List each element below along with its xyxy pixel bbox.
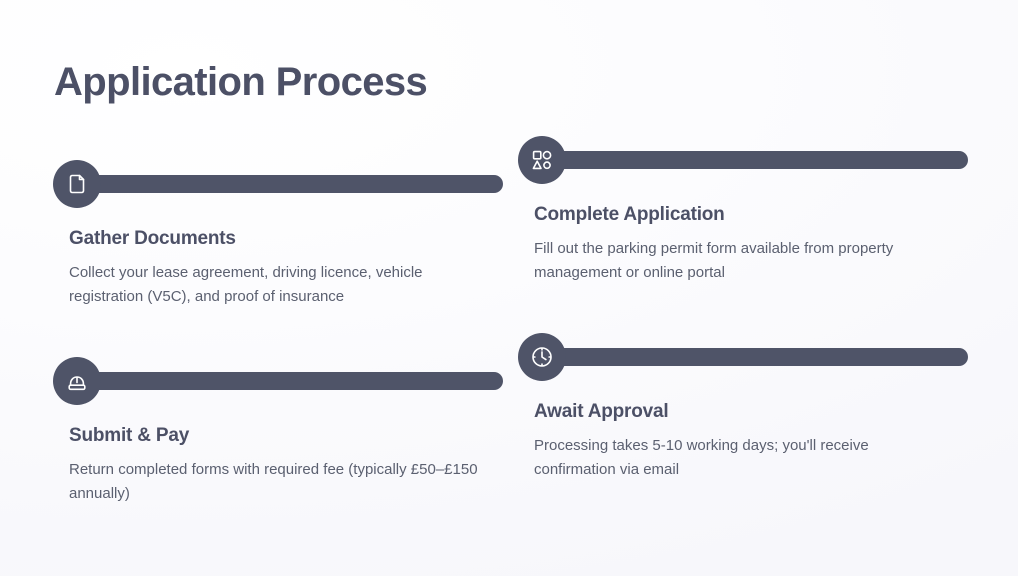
step-body: Complete Application Fill out the parkin… [518, 184, 968, 285]
shapes-icon [532, 150, 552, 170]
step-bar-row [53, 160, 503, 208]
step-badge[interactable] [53, 160, 101, 208]
process-step-submit-and-pay[interactable]: Submit & Pay Return completed forms with… [53, 357, 503, 506]
step-badge[interactable] [518, 136, 566, 184]
step-progress-bar [542, 151, 968, 169]
step-progress-bar [77, 372, 503, 390]
step-body: Await Approval Processing takes 5-10 wor… [518, 381, 968, 482]
beacon-icon [68, 376, 86, 391]
step-bar-row [518, 333, 968, 381]
step-title: Await Approval [534, 401, 669, 422]
step-bar-row [518, 136, 968, 184]
clock-icon [532, 347, 552, 367]
step-progress-bar [542, 348, 968, 366]
document-icon [69, 174, 85, 194]
step-body: Gather Documents Collect your lease agre… [53, 208, 503, 309]
step-description: Fill out the parking permit form availab… [534, 240, 894, 281]
step-title: Complete Application [534, 204, 725, 225]
step-description: Return completed forms with required fee… [69, 461, 478, 502]
step-title: Submit & Pay [69, 425, 190, 446]
step-title: Gather Documents [69, 228, 236, 249]
process-step-await-approval[interactable]: Await Approval Processing takes 5-10 wor… [518, 333, 968, 482]
step-description: Collect your lease agreement, driving li… [69, 264, 423, 305]
page-title: Application Process [54, 60, 428, 104]
step-description: Processing takes 5-10 working days; you'… [534, 437, 869, 478]
process-step-complete-application[interactable]: Complete Application Fill out the parkin… [518, 136, 968, 285]
process-step-gather-documents[interactable]: Gather Documents Collect your lease agre… [53, 160, 503, 309]
step-badge[interactable] [518, 333, 566, 381]
step-body: Submit & Pay Return completed forms with… [53, 405, 503, 506]
step-bar-row [53, 357, 503, 405]
step-progress-bar [77, 175, 503, 193]
step-badge[interactable] [53, 357, 101, 405]
